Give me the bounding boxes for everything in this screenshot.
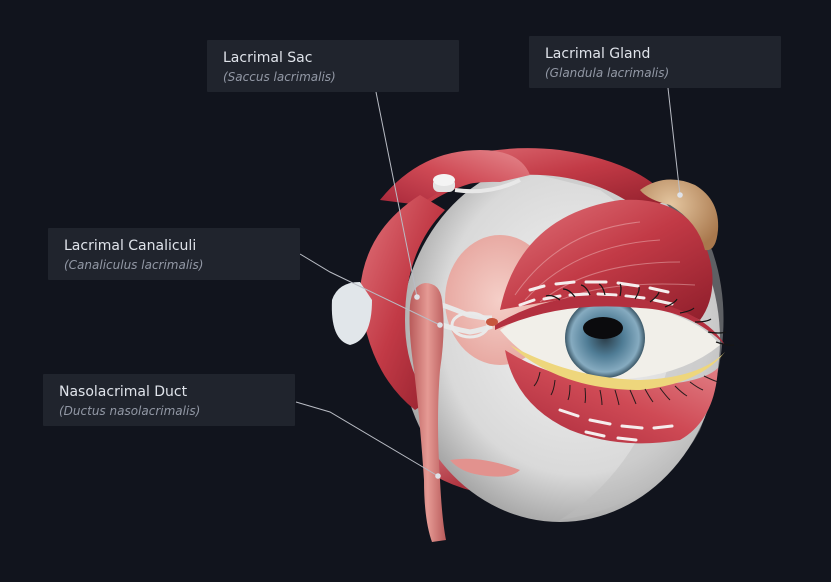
label-latin-name: (Saccus lacrimalis) [223,70,336,84]
leader-line-lacrimal-sac [375,91,418,298]
label-latin-name: (Canaliculus lacrimalis) [64,258,204,272]
label-nasolacrimal-duct[interactable]: Nasolacrimal Duct (Ductus nasolacrimalis… [43,374,295,426]
leader-lines [295,87,681,477]
inferior-meatus-flap [450,458,520,477]
eyelashes-upper [545,283,735,346]
tarsal-dashes-lower [558,408,674,442]
label-title: Lacrimal Sac [223,50,313,66]
label-latin-name: (Ductus nasolacrimalis) [59,404,201,418]
label-title: Nasolacrimal Duct [59,384,188,400]
lacrimal-gland [640,179,719,251]
leader-line-lacrimal-gland [667,87,681,196]
tarsal-dashes-upper [518,280,674,307]
label-latin-name: (Glandula lacrimalis) [545,66,670,80]
medial-tendon [331,282,372,345]
eyelashes-lower [533,371,719,406]
medial-muscle [360,195,445,410]
leader-line-lacrimal-canaliculi [299,253,441,326]
label-lacrimal-sac[interactable]: Lacrimal Sac (Saccus lacrimalis) [207,40,459,92]
upper-eyelid [495,295,725,345]
orbicularis-lower [505,350,718,444]
leader-dots [414,192,683,479]
lower-lid-margin [510,345,725,390]
lateral-top-muscle [380,150,530,205]
leader-line-nasolacrimal-duct [295,401,439,477]
label-lacrimal-canaliculi[interactable]: Lacrimal Canaliculi (Canaliculus lacrima… [48,228,300,280]
label-lacrimal-gland[interactable]: Lacrimal Gland (Glandula lacrimalis) [529,36,781,88]
label-title: Lacrimal Canaliculi [64,238,197,254]
pupil [583,317,623,339]
label-title: Lacrimal Gland [545,46,651,62]
